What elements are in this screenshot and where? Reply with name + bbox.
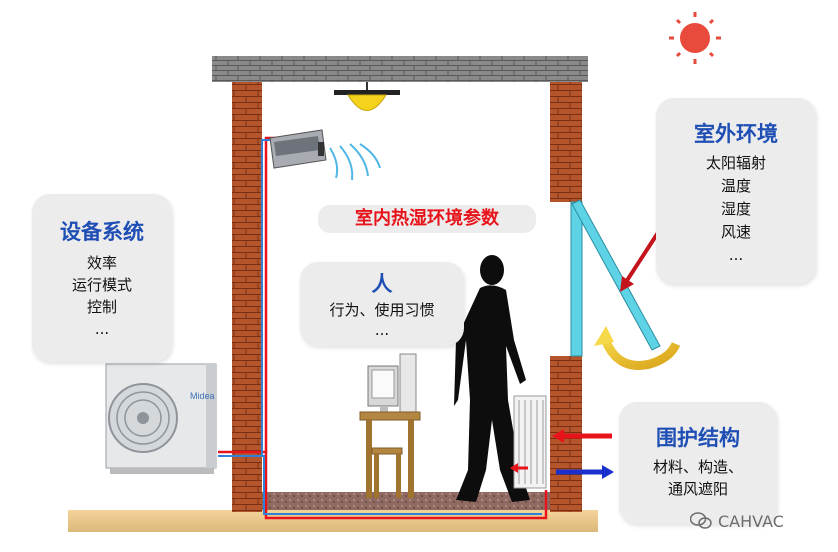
envelope-title: 围护结构 <box>656 426 740 450</box>
ceiling-lamp <box>334 82 400 111</box>
outdoor-unit-brand: Midea <box>190 391 215 401</box>
person-card: 人 行为、使用习惯 ... <box>300 262 464 346</box>
roof-slab <box>212 56 588 82</box>
envelope-card: 围护结构 材料、构造、 通风遮阳 <box>619 402 777 524</box>
heat-flow-arrows <box>510 429 614 479</box>
equipment-item: 运行模式 <box>71 276 132 294</box>
outdoor-ac-unit: Midea <box>105 363 217 474</box>
outdoor-item: 风速 <box>720 223 751 241</box>
outdoor-title: 室外环境 <box>694 122 778 146</box>
outdoor-item: 太阳辐射 <box>705 154 766 172</box>
equipment-card: 设备系统 效率 运行模式 控制 ... <box>32 194 172 362</box>
person-item: ... <box>374 321 390 339</box>
radiator <box>513 395 547 489</box>
center-title: 室内热湿环境参数 <box>318 205 536 233</box>
window-sash <box>571 199 661 351</box>
outdoor-item: 温度 <box>720 177 751 195</box>
outdoor-item: ... <box>728 246 744 264</box>
airflow-arrows <box>329 143 381 181</box>
person-item: 行为、使用习惯 <box>329 301 435 319</box>
reflection-arc-arrow <box>594 326 681 370</box>
person-silhouette <box>454 255 530 502</box>
window-glass <box>570 201 583 357</box>
floor-carpet <box>262 492 550 510</box>
watermark: CAHVAC <box>690 510 784 532</box>
desk-with-computer <box>359 353 421 498</box>
ground <box>68 510 598 532</box>
equipment-item: ... <box>94 320 110 338</box>
equipment-title: 设备系统 <box>60 220 144 244</box>
envelope-item: 材料、构造、 <box>652 458 743 476</box>
indoor-ac-unit <box>269 129 327 169</box>
watermark-text: CAHVAC <box>718 511 784 531</box>
equipment-item: 控制 <box>86 298 117 316</box>
equipment-item: 效率 <box>86 254 117 272</box>
left-wall <box>232 82 262 512</box>
outdoor-item: 湿度 <box>720 200 751 218</box>
person-title: 人 <box>371 272 393 296</box>
wechat-icon <box>690 512 712 529</box>
right-wall-upper <box>550 82 582 202</box>
sun-icon <box>669 12 721 64</box>
envelope-item: 通风遮阳 <box>667 480 728 498</box>
outdoor-environment-card: 室外环境 太阳辐射 温度 湿度 风速 ... <box>656 98 816 284</box>
